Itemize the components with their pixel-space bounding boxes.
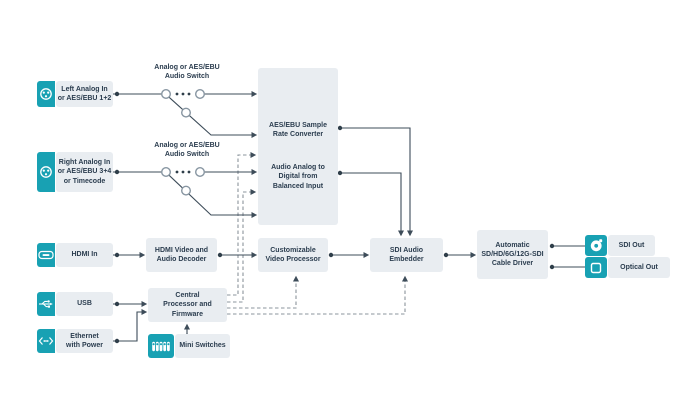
- audio-processing-block: [258, 68, 338, 225]
- central-processor-block: Central Processor and Firmware: [148, 288, 227, 322]
- usb-icon: [37, 292, 55, 316]
- xlr-icon: [37, 152, 55, 192]
- hdmi-icon: [37, 243, 55, 267]
- output-optical: Optical Out: [608, 257, 670, 278]
- input-left-analog: Left Analog In or AES/EBU 1+2: [56, 81, 113, 107]
- audio-switch-2-label: Analog or AES/EBU Audio Switch: [154, 141, 220, 158]
- input-usb: USB: [56, 292, 113, 316]
- bnc-connector-icon: [585, 235, 607, 256]
- input-ethernet: Ethernet with Power: [56, 329, 113, 353]
- input-hdmi: HDMI In: [56, 243, 113, 267]
- dip-switch-icon: [148, 334, 174, 358]
- cable-driver-block: Automatic SD/HD/6G/12G-SDI Cable Driver: [477, 230, 548, 279]
- ethernet-icon: [37, 329, 55, 353]
- optical-connector-icon: [585, 257, 607, 278]
- xlr-icon: [37, 81, 55, 107]
- mini-switches-label: Mini Switches: [175, 334, 230, 358]
- audio-switch-1-label: Analog or AES/EBU Audio Switch: [154, 63, 220, 80]
- input-right-analog: Right Analog In or AES/EBU 3+4 or Timeco…: [56, 152, 113, 192]
- video-processor-block: Customizable Video Processor: [258, 238, 328, 272]
- switch-contacts: [160, 88, 205, 196]
- audio-adc-label: Audio Analog to Digital from Balanced In…: [271, 164, 325, 190]
- output-sdi: SDI Out: [608, 235, 655, 256]
- junction-dots: [114, 91, 555, 344]
- sample-rate-converter-label: AES/EBU Sample Rate Converter: [269, 121, 327, 138]
- hdmi-decoder-block: HDMI Video and Audio Decoder: [146, 238, 217, 272]
- cpu-control-dashed-lines: [227, 152, 408, 315]
- sdi-audio-embedder-block: SDI Audio Embedder: [370, 238, 443, 272]
